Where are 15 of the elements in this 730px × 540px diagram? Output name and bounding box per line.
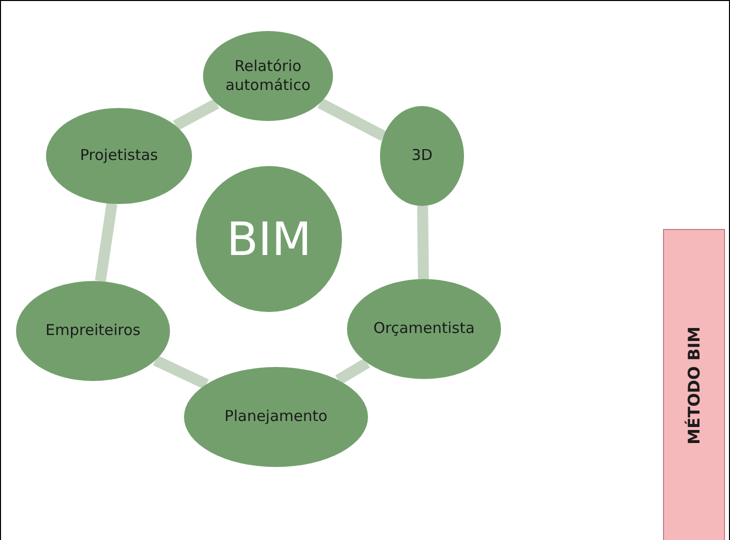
node-label: Planejamento xyxy=(224,407,328,427)
ring-connector xyxy=(153,355,209,390)
vertical-bar xyxy=(663,229,725,540)
ring-connector xyxy=(335,358,370,385)
node-label: Empreiteiros xyxy=(46,321,140,341)
node-label: Projetistas xyxy=(80,146,158,166)
ring-connector xyxy=(417,206,429,280)
node-label: Orçamentista xyxy=(373,319,475,339)
ring-connector xyxy=(172,98,220,130)
ring-connector xyxy=(94,202,118,282)
node-label: 3D xyxy=(411,146,433,166)
vertical-label: MÉTODO BIM xyxy=(684,326,704,444)
node-label: Relatório automático xyxy=(224,56,312,96)
node-label: BIM xyxy=(226,212,312,266)
ring-connector xyxy=(317,98,386,141)
